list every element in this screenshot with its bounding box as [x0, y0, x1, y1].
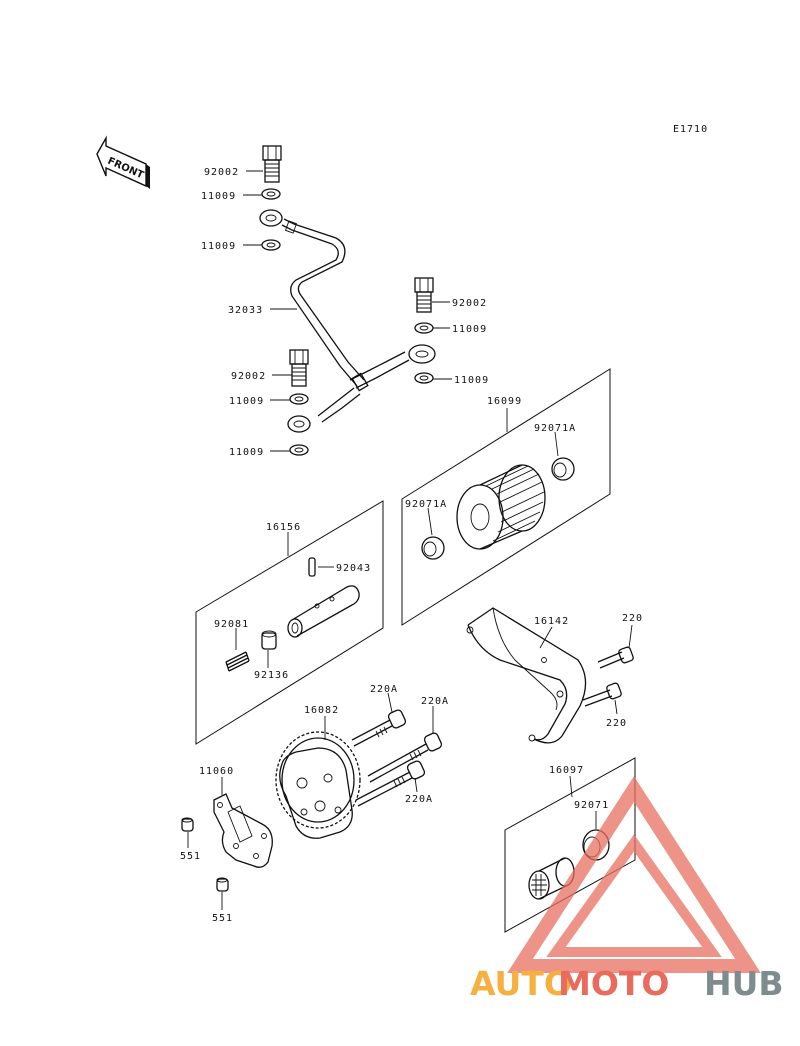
watermark-hub: HUB	[704, 964, 784, 1003]
label-220-upper: 220	[622, 613, 643, 624]
label-92136: 92136	[254, 670, 289, 681]
banjo-lower	[287, 415, 311, 433]
bolt-220a-3	[355, 760, 426, 807]
spring-92081	[225, 651, 250, 672]
bolt-220-upper	[597, 646, 634, 669]
label-92071a-left: 92071A	[405, 499, 447, 510]
watermark-moto: MOTO	[558, 964, 669, 1003]
washer-11009-3	[414, 322, 434, 334]
label-220-lower: 220	[606, 718, 627, 729]
label-92043: 92043	[336, 563, 371, 574]
label-16142: 16142	[534, 616, 569, 627]
relief-valve-kit-box	[195, 500, 384, 745]
strainer-kit-box	[504, 757, 636, 933]
washer-11009-4	[414, 372, 434, 384]
dowel-pin-551-upper	[181, 817, 194, 832]
oil-pump-16082	[275, 731, 361, 839]
washer-11009-6	[289, 444, 309, 456]
strainer-screen	[528, 857, 575, 900]
label-11009-6: 11009	[229, 447, 264, 458]
label-16099: 16099	[487, 396, 522, 407]
dowel-pin-551-lower	[216, 877, 229, 892]
o-ring-92071a-left	[421, 536, 445, 560]
label-220a-3: 220A	[405, 794, 433, 805]
oil-filter-element	[456, 464, 546, 550]
oil-pipe-32033	[281, 218, 410, 423]
label-11060: 11060	[199, 766, 234, 777]
o-ring-92071a-right	[551, 457, 575, 481]
label-16097: 16097	[549, 765, 584, 776]
bolt-92002-top	[262, 145, 282, 183]
label-551-lower: 551	[212, 913, 233, 924]
bolt-220a-1	[351, 709, 407, 747]
gasket-11060	[213, 793, 273, 868]
bolt-92002-right	[414, 277, 434, 313]
label-16156: 16156	[266, 522, 301, 533]
washer-11009-2	[261, 239, 281, 251]
collar-92136	[261, 630, 277, 650]
valve-piston	[287, 585, 360, 638]
label-32033: 32033	[228, 305, 263, 316]
cover-16142	[466, 607, 587, 744]
label-92071a-right: 92071A	[534, 423, 576, 434]
label-92081: 92081	[214, 619, 249, 630]
label-92002-lower: 92002	[231, 371, 266, 382]
bolt-220-lower	[582, 682, 622, 707]
bolt-220a-2	[367, 732, 443, 783]
washer-11009-5	[289, 393, 309, 405]
banjo-top	[259, 209, 283, 227]
watermark-auto: AUTO	[470, 964, 572, 1003]
watermark-text: AUTO MOTO HUB	[470, 964, 784, 1003]
label-11009-1: 11009	[201, 191, 236, 202]
label-551-upper: 551	[180, 851, 201, 862]
label-16082: 16082	[304, 705, 339, 716]
label-92002-top: 92002	[204, 167, 239, 178]
front-arrow-icon: FRONT	[96, 135, 150, 189]
washer-11009-1	[261, 188, 281, 200]
bolt-92002-lower	[289, 349, 309, 387]
pin-92043	[308, 557, 316, 577]
label-92071: 92071	[574, 800, 609, 811]
filter-kit-box	[401, 368, 611, 626]
watermark-logo	[507, 776, 761, 973]
diagram-code: E1710	[673, 124, 708, 135]
label-11009-4: 11009	[454, 375, 489, 386]
label-11009-2: 11009	[201, 241, 236, 252]
banjo-right	[408, 344, 436, 364]
label-11009-3: 11009	[452, 324, 487, 335]
label-11009-5: 11009	[229, 396, 264, 407]
label-220a-1: 220A	[370, 684, 398, 695]
label-92002-right: 92002	[452, 298, 487, 309]
label-220a-2: 220A	[421, 696, 449, 707]
